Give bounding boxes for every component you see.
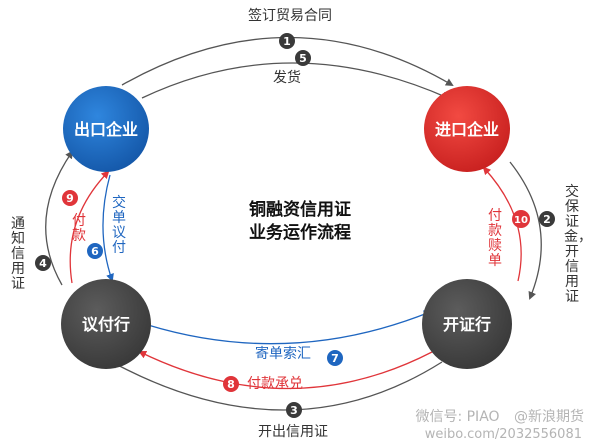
step-label-9: 付款	[72, 213, 86, 244]
step-label-3: 开出信用证	[258, 424, 328, 440]
node-issuing-bank: 开证行	[422, 279, 512, 369]
svg-text:6: 6	[91, 245, 99, 258]
svg-text:8: 8	[227, 378, 235, 391]
node-advising-bank-label: 议付行	[82, 315, 130, 334]
watermark-weibo-url: weibo.com/2032556081	[424, 427, 582, 442]
step-label-7: 寄单索汇	[255, 346, 311, 362]
diagram-title-line-2: 业务运作流程	[249, 223, 351, 243]
svg-text:3: 3	[290, 404, 298, 417]
step-badge-10: 10	[512, 210, 530, 228]
node-exporter: 出口企业	[63, 86, 149, 172]
arc-step-8-accept	[138, 351, 433, 390]
step-badge-8: 8	[223, 376, 239, 392]
svg-text:10: 10	[514, 215, 528, 226]
arc-step-6-present	[102, 174, 114, 282]
svg-text:2: 2	[543, 213, 551, 226]
diagram-title: 铜融资信用证 业务运作流程	[0, 199, 590, 245]
step-badge-5: 5	[295, 50, 311, 66]
svg-text:9: 9	[66, 192, 74, 205]
svg-text:7: 7	[331, 352, 339, 365]
watermark-wechat: 微信号: PIAO @新浪期货	[415, 409, 584, 425]
node-issuing-bank-label: 开证行	[443, 315, 491, 334]
node-exporter-label: 出口企业	[74, 120, 138, 139]
diagram-title-line-1: 铜融资信用证	[249, 200, 351, 220]
arc-step-4-notify	[45, 150, 74, 286]
arc-step-7-claim	[147, 310, 432, 345]
svg-text:5: 5	[299, 52, 307, 65]
svg-text:4: 4	[39, 257, 47, 270]
step-label-2: 交保证金，开信用证	[564, 184, 590, 305]
wechat-text: 微信号: PIAO	[415, 409, 500, 425]
step-badge-6: 6	[87, 243, 103, 259]
step-label-10: 付款赎单	[488, 208, 502, 269]
svg-text:1: 1	[283, 35, 291, 48]
step-badge-4: 4	[35, 255, 51, 271]
node-importer: 进口企业	[424, 86, 510, 172]
step-badge-7: 7	[327, 350, 343, 366]
arc-step-5-shipment	[141, 62, 450, 100]
step-badge-2: 2	[539, 211, 555, 227]
arc-step-9-payment	[69, 170, 110, 284]
step-badge-9: 9	[62, 190, 78, 206]
step-label-1: 签订贸易合同	[248, 8, 332, 24]
step-label-6: 交单议付	[112, 195, 126, 256]
step-label-4: 通知信用证	[11, 216, 25, 292]
step-label-8: 付款承兑	[247, 376, 303, 392]
step-badge-1: 1	[279, 33, 295, 49]
weibo-handle: @新浪期货	[514, 409, 584, 425]
step-label-5: 发货	[273, 70, 301, 86]
node-importer-label: 进口企业	[435, 120, 499, 139]
node-advising-bank: 议付行	[61, 279, 151, 369]
step-badge-3: 3	[286, 402, 302, 418]
arc-step-2-open-lc	[509, 161, 542, 300]
arc-step-3-issue	[110, 361, 443, 411]
